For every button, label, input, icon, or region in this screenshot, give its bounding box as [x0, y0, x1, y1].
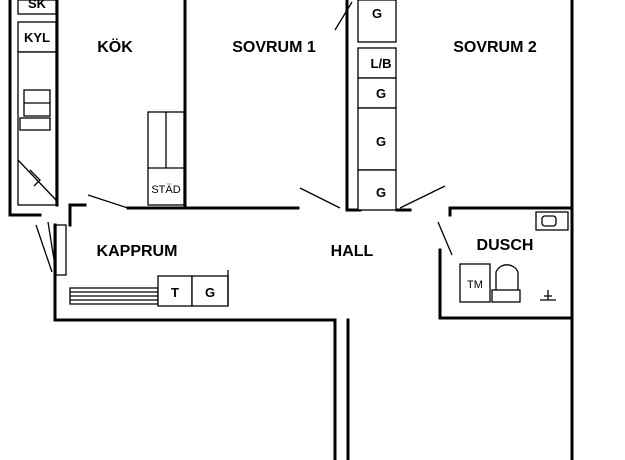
toilet — [495, 264, 519, 301]
doors — [35, 1, 453, 273]
room-label-kitchen: KÖK — [97, 37, 133, 56]
cleaning-closet-label: STÄD — [151, 184, 180, 196]
shower-fixtures: TM — [459, 211, 569, 303]
wardrobe-door-top — [334, 1, 353, 31]
kitchen-bottom-wall — [68, 203, 87, 217]
bedroom1-door — [299, 187, 341, 209]
room-label-bedroom2: SOVRUM 2 — [453, 39, 537, 56]
shower-door — [437, 221, 453, 256]
fridge — [17, 21, 57, 53]
wardrobe-3 — [357, 169, 397, 211]
floor-drain — [540, 290, 556, 301]
shower-left-wall — [438, 248, 574, 320]
dryer-label: T — [171, 285, 179, 300]
closet-wardrobe-label: G — [205, 285, 215, 300]
dryer — [157, 275, 193, 307]
left-outer-wall — [8, 0, 42, 217]
kitchen-fixtures: SK KYL STÄD — [17, 0, 185, 206]
wardrobe-2-label: G — [376, 134, 386, 149]
wardrobe-3-label: G — [376, 185, 386, 200]
wardrobe-column: G L/B G G G — [357, 0, 397, 211]
kitchen-door — [87, 194, 129, 209]
freezer-label: SK — [28, 0, 47, 11]
wardrobe-top — [357, 0, 397, 43]
closet-wardrobe — [191, 275, 229, 307]
bedroom2-door — [399, 185, 446, 209]
room-label-closet: KAPPRUM — [97, 243, 178, 260]
wardrobe-1-label: G — [376, 86, 386, 101]
room-label-bedroom1: SOVRUM 1 — [232, 39, 316, 56]
room-label-shower: DUSCH — [477, 237, 534, 254]
closet-left-wall — [53, 223, 337, 322]
fridge-label: KYL — [24, 30, 50, 45]
linen-closet-label: L/B — [371, 56, 392, 71]
closet-fixtures: T G — [55, 224, 229, 307]
washbasin-bowl — [541, 215, 557, 227]
room-label-hall: HALL — [331, 243, 374, 260]
wardrobe-top-label: G — [372, 6, 382, 21]
bedroom2-bottom-wall — [448, 206, 574, 217]
oven — [19, 117, 51, 131]
entrance-door-right — [47, 221, 57, 273]
room-labels: KÖK SOVRUM 1 SOVRUM 2 KAPPRUM HALL DUSCH — [97, 37, 537, 260]
toilet-tank — [491, 289, 521, 303]
sink-symbol — [17, 159, 57, 201]
entrance-door-left — [35, 224, 53, 273]
wardrobe-1 — [357, 77, 397, 109]
washing-machine-mark: TM — [467, 279, 483, 291]
washing-machine — [459, 263, 491, 303]
walls — [8, 0, 574, 460]
freezer — [17, 0, 57, 15]
entrance-window — [55, 224, 67, 276]
coat-rack-lines — [70, 291, 158, 301]
